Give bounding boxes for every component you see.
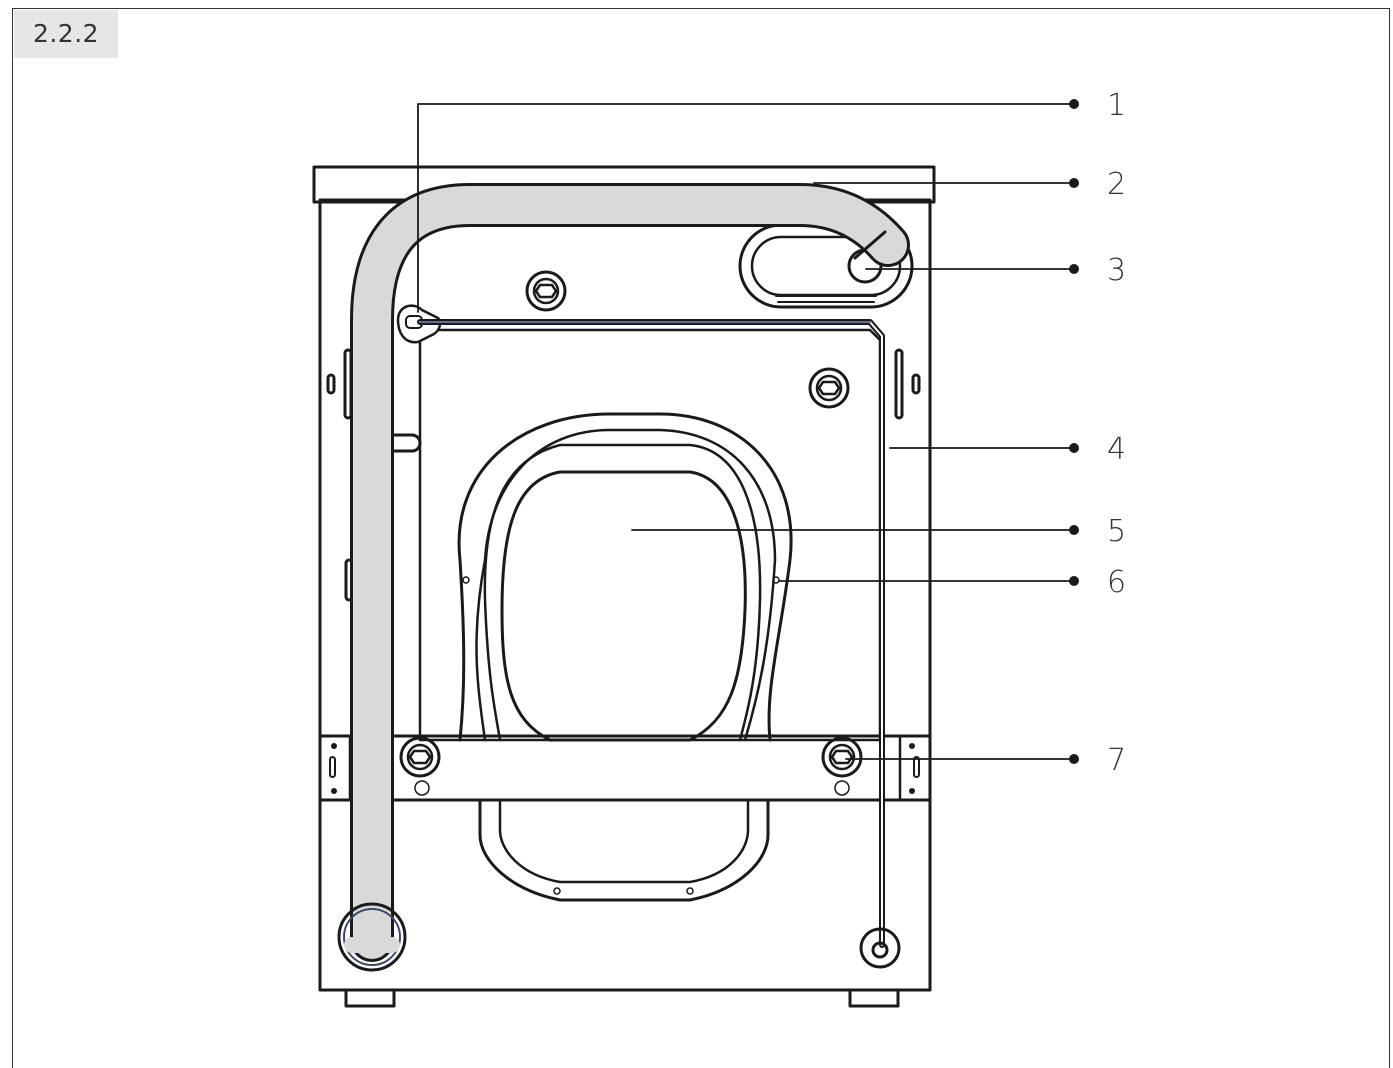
service-cover-panel <box>500 470 747 742</box>
lower-cover-outer <box>478 798 770 902</box>
callout-label-5: 5 <box>1107 514 1126 549</box>
left-side-hole <box>326 373 336 395</box>
callout-label-4: 4 <box>1107 432 1126 467</box>
left-foot <box>344 988 396 1008</box>
right-foot <box>848 988 900 1008</box>
leader-line-1 <box>417 103 1075 313</box>
service-cover-screw-left <box>462 576 470 584</box>
transit-bolt-bottom-right <box>821 736 863 778</box>
callout-label-3: 3 <box>1107 253 1126 288</box>
callout-dot-3 <box>1069 264 1079 274</box>
callout-dot-7 <box>1069 754 1079 764</box>
service-cover-gasket <box>483 443 762 742</box>
bracket-slot-right <box>913 756 920 778</box>
figure-number: 2.2.2 <box>14 10 118 58</box>
callout-dot-4 <box>1069 443 1079 453</box>
right-side-hole <box>911 373 921 395</box>
transport-bracket <box>318 734 932 802</box>
service-cover-screw-right <box>772 576 780 584</box>
drain-hose <box>353 186 907 959</box>
callout-dot-1 <box>1069 99 1079 109</box>
callout-dot-2 <box>1069 178 1079 188</box>
bolt-hole-right <box>834 780 850 796</box>
lower-cover-screw-right <box>686 887 694 895</box>
callout-label-2: 2 <box>1107 167 1126 202</box>
callout-label-6: 6 <box>1107 565 1126 600</box>
callout-label-1: 1 <box>1107 88 1126 123</box>
transit-bolt-bottom-left <box>399 736 441 778</box>
drain-hose-outline <box>350 183 910 962</box>
bracket-slot-left <box>329 756 336 778</box>
drain-outlet <box>343 908 401 966</box>
bolt-hole-left <box>414 780 430 796</box>
transit-bolt-top-right <box>808 367 850 409</box>
transit-bolt-top-left <box>525 270 567 312</box>
callout-label-7: 7 <box>1107 743 1126 778</box>
service-cover-outer <box>457 412 793 742</box>
callout-dot-6 <box>1069 576 1079 586</box>
drain-outlet-ring <box>337 902 407 972</box>
callout-dot-5 <box>1069 525 1079 535</box>
lower-cover-screw-left <box>553 887 561 895</box>
power-cord-grommet <box>859 927 901 969</box>
lower-cover-inner <box>498 798 750 884</box>
power-cord-end <box>871 941 889 959</box>
right-side-slot <box>894 348 904 420</box>
figure-frame <box>12 8 1390 1068</box>
